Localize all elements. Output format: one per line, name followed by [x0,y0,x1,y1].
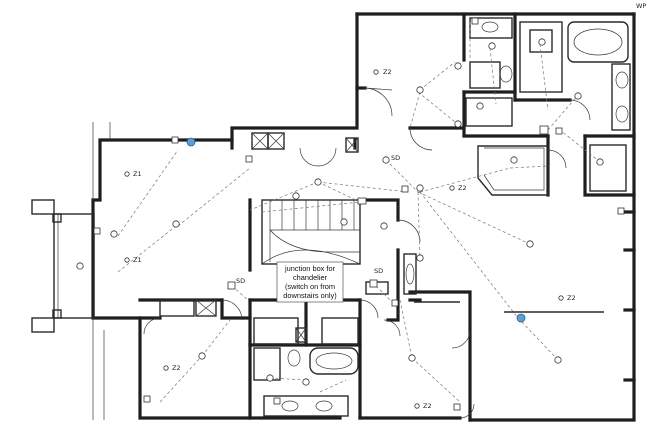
switches [93,17,625,411]
circuit-lines [117,22,601,403]
doors [143,87,591,419]
zone-markers [124,69,564,409]
staircase [261,199,361,265]
zone-label-z2-bottom-left: Z2 [172,364,181,372]
ceiling-device-left [186,137,196,147]
bay-window [31,122,111,420]
ceiling-device-right [516,313,526,323]
bathroom-fixtures [253,17,631,417]
junction-box-note-line1: junction box for [284,264,336,273]
zone-label-z2-center: Z2 [458,184,467,192]
junction-box-note-frame [276,261,344,303]
zone-label-z1-upper: Z1 [133,170,142,178]
wp-label: WP [636,2,646,10]
exterior-walls [91,12,636,422]
smoke-detector-label-stair: SD [236,277,245,285]
junction-box-note-line3: (switch on from [285,282,335,291]
smoke-detector-label-mid: SD [374,267,383,275]
zone-label-z2-bottom: Z2 [423,402,432,410]
junction-box-note-line4: downstairs only) [283,291,336,300]
smoke-detector-label-top: SD [391,154,400,162]
zone-label-z2-top: Z2 [383,68,392,76]
zone-label-z2-right: Z2 [567,294,576,302]
junction-box-note-line2: chandelier [293,273,328,282]
light-fixtures [76,38,604,386]
zone-label-z1-lower: Z1 [133,256,142,264]
